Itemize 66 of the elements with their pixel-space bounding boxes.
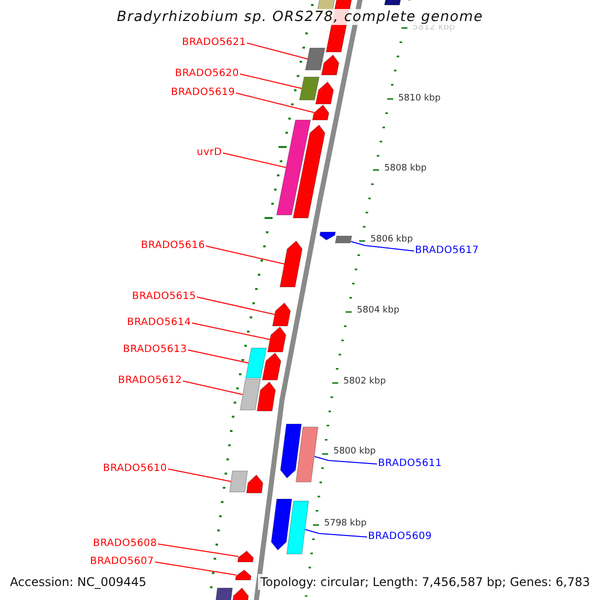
tick-label: 5806 kbp — [370, 234, 413, 246]
gene-feature — [270, 498, 292, 551]
gene-label: BRADO5616 — [141, 240, 205, 252]
leader-line — [206, 246, 285, 264]
gene-block — [214, 588, 233, 600]
accession-text: Accession: NC_009445 — [8, 574, 148, 590]
leader-line — [154, 562, 237, 576]
leader-line — [314, 456, 378, 464]
gene-label: BRADO5621 — [182, 37, 246, 49]
leader-line — [196, 296, 276, 315]
gene-label: BRADO5607 — [90, 556, 154, 568]
gene-block — [334, 236, 352, 244]
gene-block — [229, 470, 248, 492]
gene-label: BRADO5612 — [118, 375, 182, 387]
gene-label: BRADO5614 — [127, 317, 191, 329]
gene-block — [296, 426, 318, 482]
leader-line — [158, 544, 239, 557]
gene-label: BRADO5613 — [123, 344, 187, 356]
gene-block — [240, 378, 261, 410]
gene-block — [384, 0, 403, 6]
gene-label: BRADO5609 — [368, 531, 432, 543]
gene-feature — [262, 352, 282, 380]
gene-label: BRADO5608 — [93, 538, 157, 550]
gene-label: uvrD — [196, 147, 222, 159]
tick-label: 5808 kbp — [384, 164, 427, 174]
leader-line — [236, 92, 314, 113]
leader-line — [168, 468, 232, 482]
gene-feature — [280, 424, 302, 479]
leader-line — [240, 74, 302, 89]
tick-label: 5798 kbp — [324, 518, 367, 530]
gene-feature — [272, 302, 291, 326]
gene-feature — [312, 104, 330, 120]
leader-line — [192, 322, 270, 340]
gene-feature — [256, 381, 276, 412]
gene-label: BRADO5615 — [132, 291, 196, 303]
gene-label: BRADO5617 — [415, 245, 479, 257]
gene-feature — [246, 474, 264, 494]
gene-feature — [292, 124, 326, 218]
gene-label: BRADO5611 — [378, 458, 442, 470]
leader-line — [304, 529, 368, 538]
gene-feature — [321, 54, 340, 76]
gene-feature — [235, 569, 252, 580]
gene-feature — [280, 240, 303, 288]
leader-line — [222, 152, 286, 168]
genome-summary-text: Topology: circular; Length: 7,456,587 bp; Genes: 6,783 — [258, 574, 592, 590]
gene-feature — [315, 81, 334, 104]
gene-feature — [237, 550, 254, 562]
gene-block — [245, 348, 267, 378]
gene-label: BRADO5620 — [175, 68, 239, 80]
gene-feature — [319, 232, 336, 240]
leader-line — [246, 42, 308, 60]
gene-block — [299, 76, 320, 100]
gene-block — [286, 500, 310, 554]
tick-label: 5802 kbp — [343, 376, 386, 388]
gene-label: BRADO5610 — [103, 463, 167, 475]
gene-feature — [267, 326, 286, 352]
leader-line — [188, 350, 250, 364]
gene-block — [305, 48, 326, 70]
gene-feature — [230, 587, 249, 600]
leader-line — [350, 241, 414, 252]
gene-block — [276, 120, 311, 216]
tick-label: 5800 kbp — [333, 446, 376, 458]
leader-line — [182, 380, 244, 395]
tick-label: 5804 kbp — [356, 306, 400, 316]
gene-label: BRADO5619 — [171, 87, 235, 99]
tick-label: 5810 kbp — [398, 94, 441, 104]
